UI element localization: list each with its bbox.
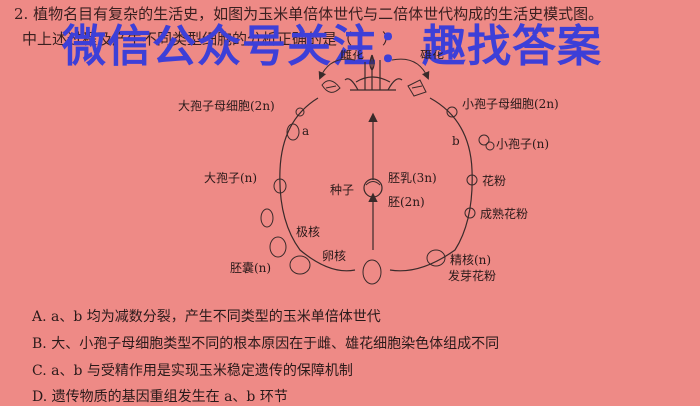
mature-pollen-icon — [464, 207, 476, 219]
label-megaspore-mother: 大孢子母细胞(2n) — [178, 99, 275, 113]
label-polar-nuclei: 极核 — [296, 225, 320, 239]
right-cycle-arc — [389, 97, 473, 272]
ovule-icon — [362, 259, 382, 285]
label-a: a — [302, 124, 309, 138]
option-b: B. 大、小孢子母细胞类型不同的根本原因在于雌、雄花细胞染色体组成不同 — [32, 336, 500, 352]
label-embryo-sac: 胚囊(n) — [230, 260, 271, 275]
label-pollen: 花粉 — [482, 173, 506, 188]
label-embryo: 胚(2n) — [388, 195, 425, 209]
label-sperm: 精核(n) — [450, 253, 491, 267]
megaspore-mother-cell-icon — [295, 107, 305, 117]
male-flower-icon — [407, 79, 427, 97]
option-a: A. a、b 均为减数分裂，产生不同类型的玉米单倍体世代 — [32, 309, 381, 325]
label-female-flower: 雌花 — [340, 50, 364, 61]
seed-icon — [363, 178, 383, 198]
corn-plant-icon — [344, 54, 403, 91]
germ-pollen-icon — [426, 249, 446, 267]
embryo-icon — [365, 181, 381, 186]
label-germ-pollen: 发芽花粉 — [448, 268, 496, 283]
microspore-mother-cell-icon — [446, 106, 458, 118]
option-c: C. a、b 与受精作用是实现玉米稳定遗传的保障机制 — [32, 363, 353, 379]
microspore-cell-icon — [478, 134, 490, 146]
cell-icon — [260, 208, 274, 228]
microspore-cell-icon — [485, 141, 495, 151]
question-stem-line1: 2. 植物名目有复杂的生活史，如图为玉米单倍体世代与二倍体世代构成的生活史模式图… — [14, 5, 604, 23]
option-d: D. 遗传物质的基因重组发生在 a、b 环节 — [32, 389, 288, 405]
arrow-to-female — [318, 58, 356, 80]
label-megaspore: 大孢子(n) — [204, 171, 257, 185]
label-endosperm: 胚乳(3n) — [388, 171, 437, 185]
question-stem-line2: 中上述过程及产生不同类型细胞的分析正确的是（ ） — [22, 30, 398, 48]
life-cycle-diagram: 雌花 雄花 大孢子母细胞(2n) 小孢子母细胞(2n) a b 大孢子(n) 小… — [178, 50, 559, 285]
megaspore-cell-icon — [273, 178, 287, 194]
label-seed: 种子 — [330, 183, 354, 197]
label-microspore: 小孢子(n) — [496, 137, 549, 151]
polar-cell-icon — [269, 236, 287, 258]
embryo-sac-icon — [289, 255, 311, 275]
pollen-icon — [466, 174, 478, 186]
cell-icon — [286, 123, 300, 141]
label-b: b — [452, 134, 460, 148]
female-flower-icon — [321, 80, 341, 93]
arrow-to-male — [391, 58, 430, 80]
label-egg-nucleus: 卵核 — [322, 249, 346, 263]
label-male-flower: 雄花 — [420, 50, 444, 61]
left-cycle-arc — [279, 97, 356, 272]
label-mature-pollen: 成熟花粉 — [480, 206, 528, 221]
label-microspore-mother: 小孢子母细胞(2n) — [462, 97, 559, 111]
